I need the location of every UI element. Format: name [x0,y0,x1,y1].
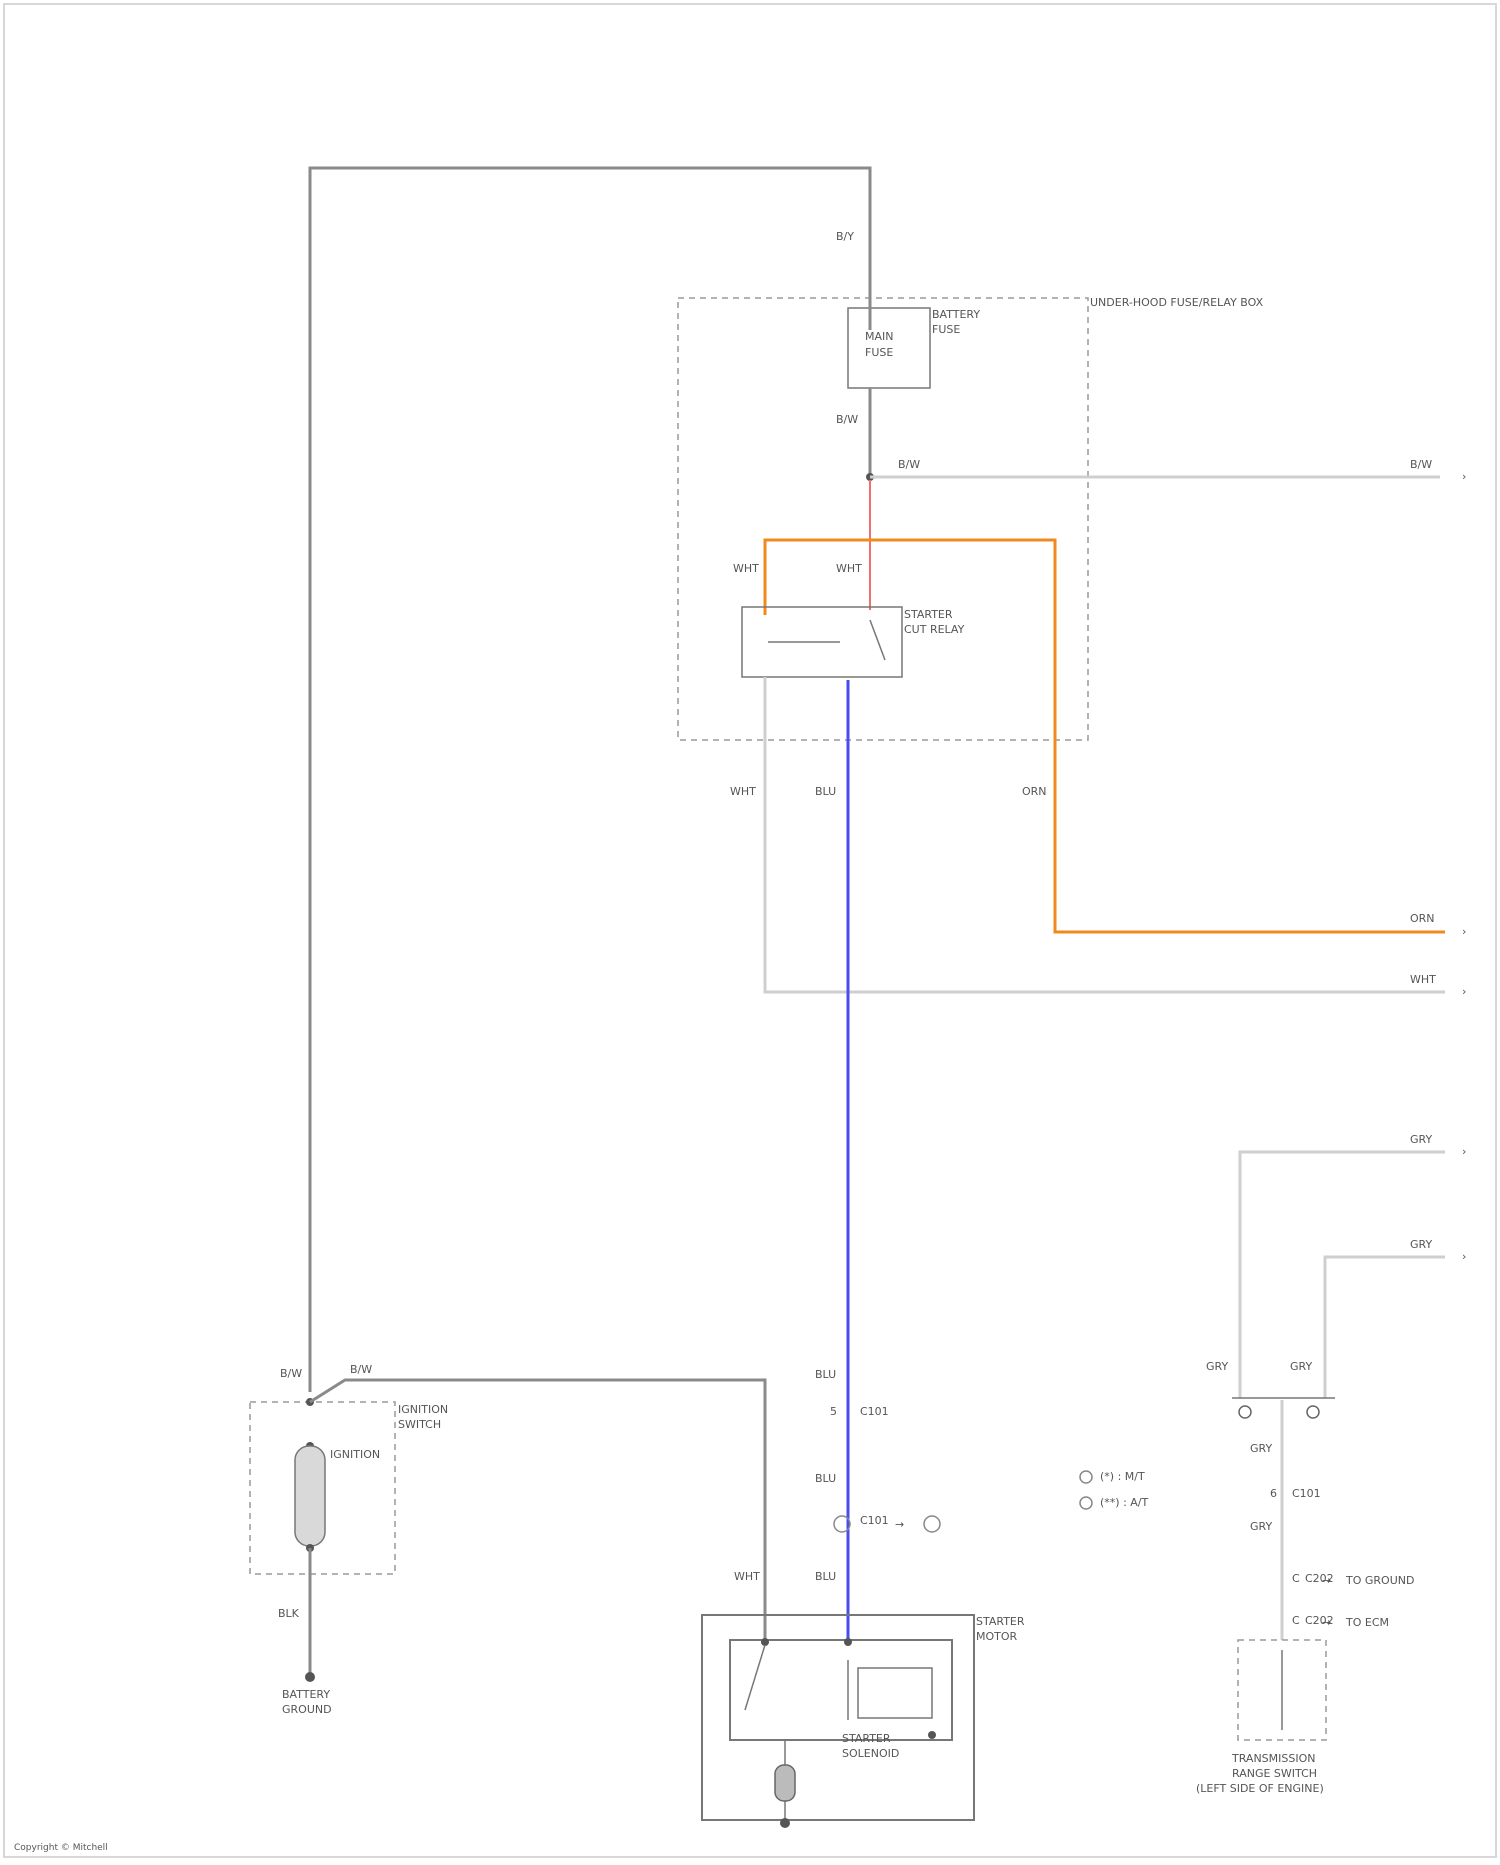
starter-title-2: MOTOR [976,1630,1018,1643]
connector-d-ref [924,1516,940,1532]
legend-line-1: (*) : M/T [1100,1470,1145,1483]
connector-d-label: C101 [860,1514,889,1527]
main-fuse-label-2: FUSE [865,346,893,359]
relay-name-1: STARTER [904,608,953,621]
wire-label-top-fuse-in: B/Y [836,230,854,243]
wire-label-blue-upper: BLU [815,1368,836,1381]
connector-c-label: C101 [860,1405,889,1418]
solenoid-contact [745,1645,765,1710]
battery-label-2: GROUND [282,1703,332,1716]
starter-solenoid-box [730,1640,952,1740]
ignition-title-1: IGNITION [398,1403,448,1416]
arrow-right-3: › [1462,985,1466,998]
arrow-right-5: › [1462,1250,1466,1263]
relay-contact [870,620,885,660]
right-pin-2 [1307,1406,1319,1418]
wire-label-relay-left-top: WHT [733,562,759,575]
ignition-title-2: SWITCH [398,1418,441,1431]
starter-motor-box [702,1615,974,1820]
motor-armature [775,1765,795,1801]
bottom-right-title-1: TRANSMISSION [1231,1752,1315,1765]
fuse-box-title: UNDER-HOOD FUSE/RELAY BOX [1090,296,1264,309]
solenoid-label-2: SOLENOID [842,1747,899,1760]
wire-label-relay-left-bottom: WHT [730,785,756,798]
bottom-right-title-2: RANGE SWITCH [1232,1767,1317,1780]
wire-label-junction-right: B/W [898,458,920,471]
battery-fuse-name-2: FUSE [932,323,960,336]
ground-dot [305,1672,315,1682]
right-connector-1: C101 [1292,1487,1321,1500]
battery-label-1: BATTERY [282,1688,330,1701]
legend-icon-2 [1080,1497,1092,1509]
under-hood-fuse-box [678,298,1088,740]
wire-label-right-cluster-left: GRY [1206,1360,1228,1373]
ignition-branch-wire [310,1380,765,1640]
connector-d-arrow: → [895,1518,904,1531]
starter-dot-blue [844,1638,852,1646]
main-battery-wire [310,168,870,1392]
starter-dot-left [761,1638,769,1646]
wire-label-fuse-out: B/W [836,413,858,426]
wire-label-blue-lower: BLU [815,1570,836,1583]
wire-label-far-right-top: B/W [1410,458,1432,471]
right-connector-2-pin: C [1292,1572,1300,1585]
relay-left-light-wire [765,677,1445,992]
legend-icon-1 [1080,1471,1092,1483]
main-fuse-label-1: MAIN [865,330,894,343]
solenoid-label-1: STARTER [842,1732,891,1745]
footnote: Copyright © Mitchell [14,1843,108,1853]
right-wire-1 [1240,1152,1445,1398]
solenoid-coil [858,1668,932,1718]
wire-label-right-b: GRY [1250,1520,1272,1533]
right-pin-1 [1239,1406,1251,1418]
right-wire-2 [1325,1257,1445,1398]
right-arrow-2-glyph: → [1322,1616,1331,1629]
starter-dot-right [928,1731,936,1739]
wire-label-orange-vertical: ORN [1022,785,1047,798]
motor-ground-dot [780,1818,790,1828]
right-arrow-1: TO GROUND [1345,1574,1414,1587]
wire-label-relay-right-top: WHT [836,562,862,575]
arrow-right-4: › [1462,1145,1466,1158]
right-arrow-1-glyph: → [1322,1574,1331,1587]
wire-label-switch-branch: B/W [350,1363,372,1376]
orange-wire [765,540,1445,932]
right-connector-1-pin: 6 [1270,1487,1277,1500]
right-arrow-2: TO ECM [1345,1616,1389,1629]
arrow-right-2: › [1462,925,1466,938]
right-connector-3-pin: C [1292,1614,1300,1627]
wire-label-switch-bottom: BLK [278,1607,300,1620]
battery-fuse-name-1: BATTERY [932,308,980,321]
wire-label-relay-mid-bottom: BLU [815,785,836,798]
bottom-right-sub: (LEFT SIDE OF ENGINE) [1196,1782,1324,1795]
wire-label-upper-right-2: GRY [1410,1238,1432,1251]
starter-title-1: STARTER [976,1615,1025,1628]
wire-label-starter-top-left: WHT [734,1570,760,1583]
wire-label-switch-top: B/W [280,1367,302,1380]
ignition-inner-label: IGNITION [330,1448,380,1461]
relay-name-2: CUT RELAY [904,623,965,636]
ignition-coil [295,1446,325,1546]
wire-label-far-right-orange: ORN [1410,912,1435,925]
arrow-right-1: › [1462,470,1466,483]
wire-label-far-right-light: WHT [1410,973,1436,986]
legend-line-2: (**) : A/T [1100,1496,1149,1509]
wire-label-right-cluster-right: GRY [1290,1360,1312,1373]
wire-label-blue-mid: BLU [815,1472,836,1485]
connector-c-pin: 5 [830,1405,837,1418]
wire-label-upper-right-1: GRY [1410,1133,1432,1146]
wire-label-right-a: GRY [1250,1442,1272,1455]
